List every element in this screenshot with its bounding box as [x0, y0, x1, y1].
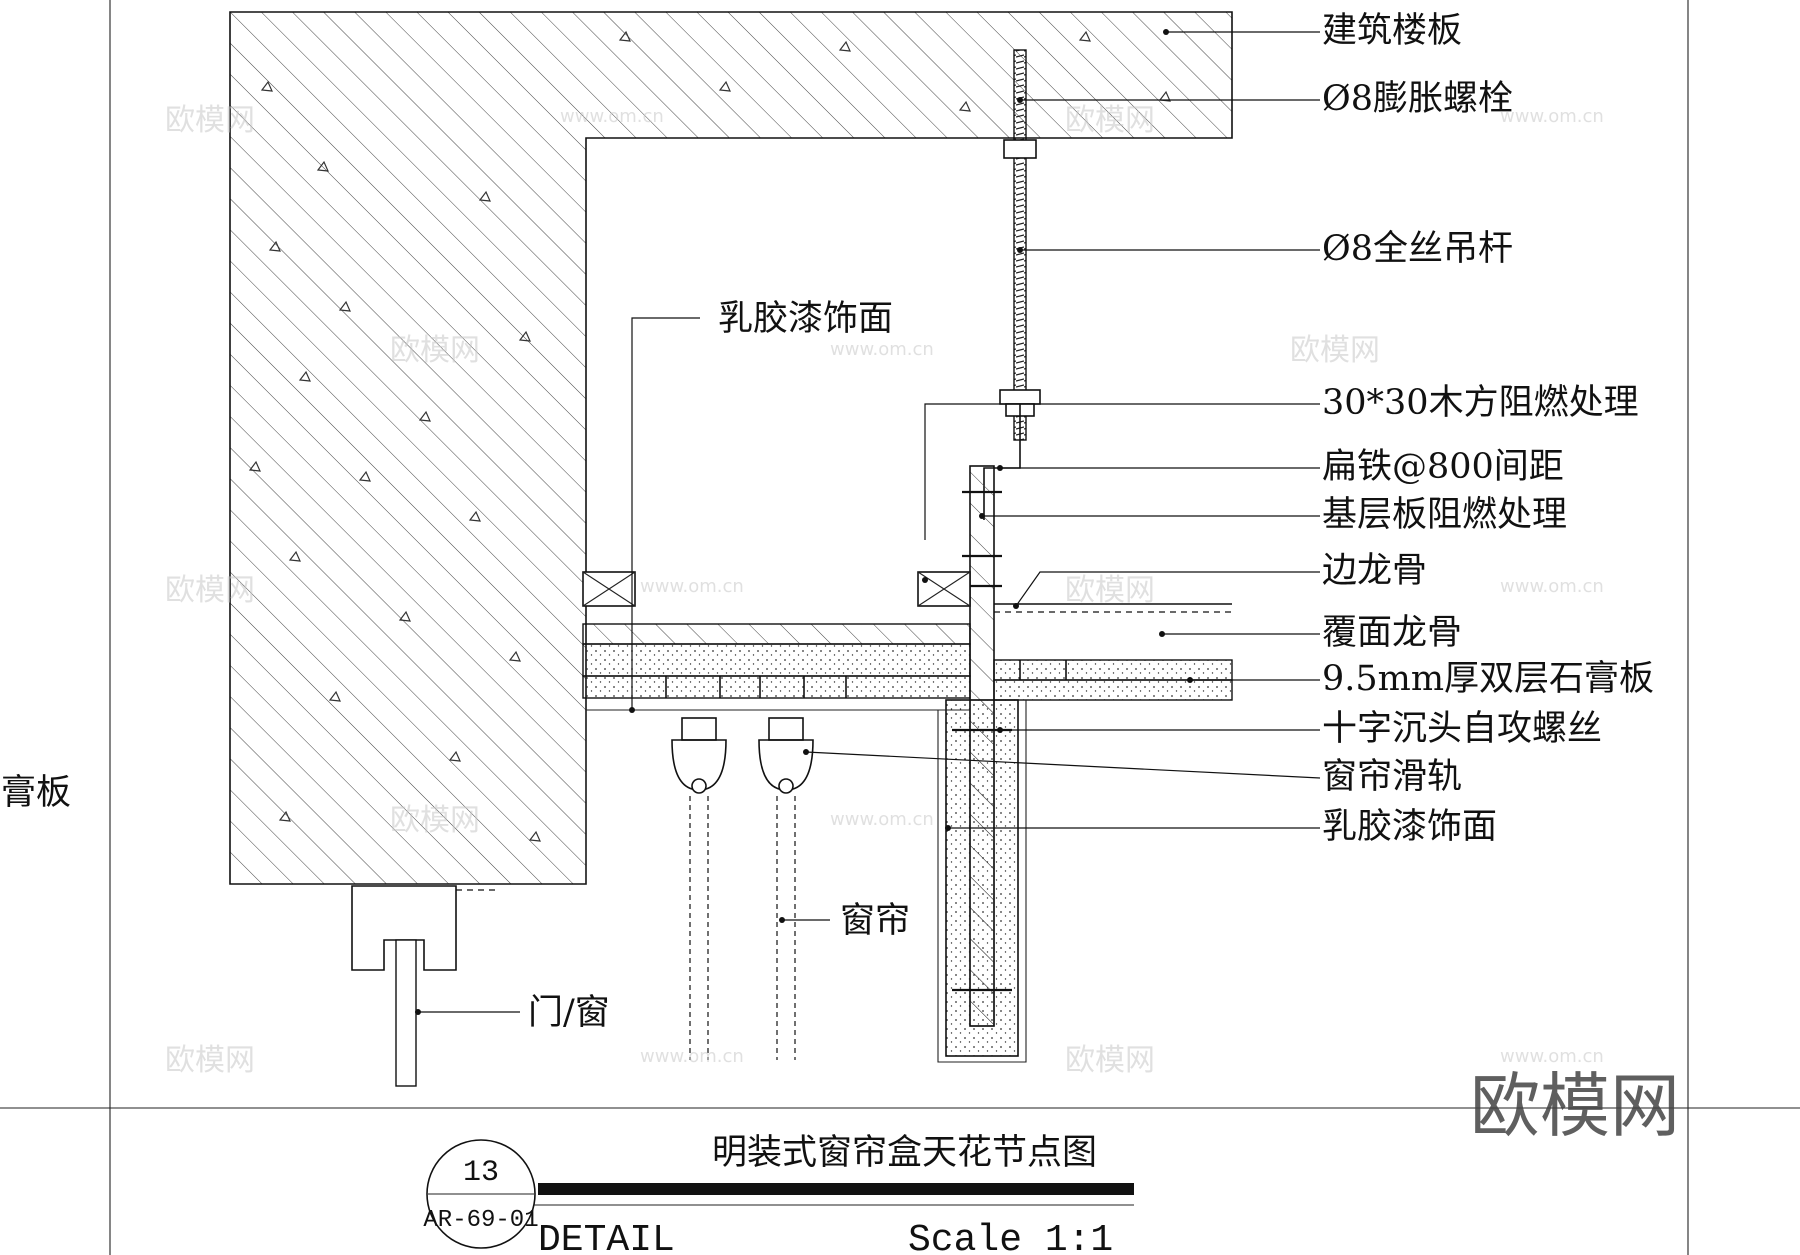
watermark-url: www.om.cn [1500, 106, 1604, 127]
right-labels: 建筑楼板 Ø8膨胀螺栓 Ø8全丝吊杆 30*30木方阻燃处理 扁铁@800间距 … [1322, 11, 1654, 847]
label-gypsum-cut: 石膏板 [0, 773, 71, 813]
label-substrate-board: 基层板阻燃处理 [1322, 495, 1567, 535]
label-gypsum-board: 9.5mm厚双层石膏板 [1322, 659, 1654, 699]
watermark-brand: 欧模网 [1065, 103, 1155, 138]
label-edge-keel: 边龙骨 [1322, 551, 1427, 591]
timber-blocks [582, 571, 971, 607]
detail-label: DETAIL [538, 1219, 675, 1255]
curtain-track-right [758, 717, 814, 1060]
label-timber-block: 30*30木方阻燃处理 [1322, 383, 1639, 423]
label-door-window: 门/窗 [528, 993, 610, 1033]
callout-number: 13 [463, 1156, 499, 1190]
watermark-url: www.om.cn [1500, 576, 1604, 597]
watermark-brand: 欧模网 [1065, 573, 1155, 608]
watermark-brand: 欧模网 [165, 573, 255, 608]
watermark-brand: 欧模网 [165, 1043, 255, 1078]
watermark-brand: 欧模网 [165, 103, 255, 138]
watermark-brand: 欧模网 [390, 333, 480, 368]
watermark-brand: 欧模网 [390, 803, 480, 838]
leader-dots [415, 29, 1193, 1015]
label-cover-keel: 覆面龙骨 [1322, 613, 1462, 653]
paint-finish-lines [585, 700, 1027, 1063]
label-paint-finish-inner: 乳胶漆饰面 [718, 299, 893, 339]
window-frame [351, 885, 496, 1087]
watermarks: 欧模网 欧模网 www.om.cn 欧模网 www.om.cn 欧模网 www.… [165, 103, 1680, 1147]
label-screws: 十字沉头自攻螺丝 [1322, 709, 1602, 749]
watermark-url: www.om.cn [830, 809, 934, 830]
label-floor-slab: 建筑楼板 [1322, 11, 1462, 51]
ceiling-layers-box [582, 623, 971, 699]
watermark-url: www.om.cn [560, 106, 664, 127]
leader-lines [418, 31, 1321, 1013]
main-ceiling [993, 603, 1233, 701]
label-curtain-track: 窗帘滑轨 [1322, 757, 1462, 797]
watermark-brand: 欧模网 [1065, 1043, 1155, 1078]
label-paint-finish: 乳胶漆饰面 [1322, 807, 1497, 847]
concrete-structure [229, 11, 1233, 885]
watermark-url: www.om.cn [640, 1046, 744, 1067]
scale-label: Scale 1:1 [908, 1219, 1113, 1255]
label-threaded-rod: Ø8全丝吊杆 [1322, 229, 1513, 269]
watermark-brand: 欧模网 [1290, 333, 1380, 368]
watermark-url: www.om.cn [1500, 1046, 1604, 1067]
callout-sheet: AR-69-01 [423, 1207, 538, 1234]
watermark-url: www.om.cn [640, 576, 744, 597]
drawing-title: 明装式窗帘盒天花节点图 [712, 1133, 1097, 1173]
title-block: 13 AR-69-01 明装式窗帘盒天花节点图 DETAIL Scale 1:1 [423, 1133, 1134, 1255]
watermark-url: www.om.cn [830, 339, 934, 360]
curtain-track-left [671, 717, 727, 1060]
aggregate-marks [248, 30, 1171, 842]
watermark-brand-large: 欧模网 [1470, 1065, 1680, 1147]
label-flat-iron: 扁铁@800间距 [1322, 447, 1564, 487]
label-curtain: 窗帘 [840, 901, 910, 941]
label-anchor-bolt: Ø8膨胀螺栓 [1322, 79, 1513, 119]
